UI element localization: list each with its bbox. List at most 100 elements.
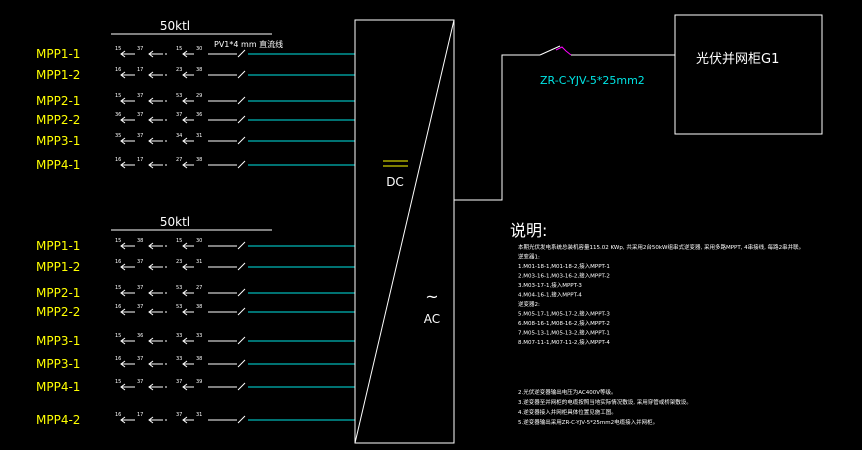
string-arrow	[148, 289, 154, 297]
module-number: 33	[196, 333, 202, 339]
module-number: 23	[176, 67, 182, 73]
string-switch	[237, 307, 246, 316]
mpp-row-label: MPP1-1	[36, 47, 80, 61]
notes-section: 说明: 本期光伏发电系统总装机容量115.02 KWp, 共采用2台50kW组串…	[510, 221, 804, 426]
string-switch	[237, 288, 246, 297]
module-number: 23	[176, 259, 182, 265]
string-arrow	[182, 137, 188, 145]
string-switch	[237, 415, 246, 424]
mpp-row-label: MPP3-1	[36, 334, 80, 348]
string-switch	[237, 49, 246, 58]
notes-footer-line: 5.逆变器输出采用ZR-C-YJV-5*25mm2电缆接入并网柜。	[518, 418, 658, 426]
module-number: 38	[196, 67, 202, 73]
group2-header-label: 50ktl	[160, 215, 190, 229]
string-arrow	[148, 242, 154, 250]
string-arrow	[120, 50, 126, 58]
module-number: 53	[176, 93, 182, 99]
module-number: 37	[137, 356, 143, 362]
mpp-row-label: MPP4-1	[36, 158, 80, 172]
module-number: 16	[115, 356, 121, 362]
group1-cable-note: PV1*4 mm 直流线	[214, 39, 283, 49]
breaker-contact	[555, 46, 572, 56]
module-number: 15	[115, 333, 121, 339]
grid-cabinet-label: 光伏并网柜G1	[696, 52, 779, 67]
group2-header: 50ktl	[111, 215, 272, 231]
notes-footer-line: 2.光伏逆变器输出电压为AC400V等级。	[518, 388, 617, 396]
string-arrow	[182, 360, 188, 368]
module-number: 37	[137, 285, 143, 291]
notes-line: 3.M03-17-1,接入MPPT-3	[518, 281, 582, 289]
string-arrow	[148, 50, 154, 58]
module-number: 37	[137, 46, 143, 52]
module-number: 27	[176, 157, 182, 163]
string-arrow	[120, 360, 126, 368]
string-arrow	[148, 137, 154, 145]
inverter-box	[354, 19, 455, 444]
inverter: DC ~ AC	[354, 19, 455, 444]
notes-line: 2.M03-16-1,M03-16-2,接入MPPT-2	[518, 272, 610, 280]
string-arrow	[182, 242, 188, 250]
string-arrow	[182, 116, 188, 124]
mpp-row-label: MPP2-2	[36, 113, 80, 127]
string-arrow	[120, 137, 126, 145]
notes-line: 8.M07-11-1,M07-11-2,接入MPPT-4	[518, 338, 610, 346]
string-arrow	[120, 383, 126, 391]
module-number: 15	[115, 46, 121, 52]
string-arrow	[182, 97, 188, 105]
module-number: 34	[176, 133, 182, 139]
string-arrow	[182, 337, 188, 345]
module-number: 16	[115, 157, 121, 163]
module-number: 37	[176, 112, 182, 118]
string-arrow	[148, 416, 154, 424]
module-number: 16	[115, 259, 121, 265]
string-arrow	[120, 289, 126, 297]
string-switch	[237, 262, 246, 271]
ac-symbol: ~	[425, 287, 438, 306]
breaker-symbol	[539, 45, 561, 56]
output-connection: ZR-C-YJV-5*25mm2 光伏并网柜G1	[454, 14, 823, 201]
inverter-diagonal	[354, 19, 455, 444]
module-number: 15	[176, 238, 182, 244]
string-arrow	[120, 71, 126, 79]
mpp-row-label: MPP2-1	[36, 94, 80, 108]
module-number: 15	[115, 285, 121, 291]
module-number: 37	[137, 304, 143, 310]
module-number: 16	[115, 412, 121, 418]
module-number: 38	[137, 238, 143, 244]
module-number: 39	[196, 379, 202, 385]
string-arrow	[182, 71, 188, 79]
string-switch	[237, 96, 246, 105]
module-number: 36	[196, 112, 202, 118]
string-arrow	[148, 116, 154, 124]
mpp-row-label: MPP2-2	[36, 305, 80, 319]
module-number: 37	[176, 412, 182, 418]
module-number: 15	[115, 238, 121, 244]
module-number: 37	[137, 112, 143, 118]
string-arrow	[148, 383, 154, 391]
string-arrow	[120, 242, 126, 250]
mpp-row-label: MPP3-1	[36, 357, 80, 371]
module-number: 53	[176, 304, 182, 310]
notes-line: 6.M08-16-1,M08-16-2,接入MPPT-2	[518, 319, 610, 327]
string-arrow	[148, 308, 154, 316]
group1-header-label: 50ktl	[160, 19, 190, 33]
mpp-row-label: MPP1-2	[36, 68, 80, 82]
module-number: 15	[176, 46, 182, 52]
string-arrow	[182, 161, 188, 169]
dc-label: DC	[386, 175, 404, 189]
module-number: 31	[196, 133, 202, 139]
module-number: 37	[137, 379, 143, 385]
module-number: 37	[137, 133, 143, 139]
notes-line: 4.M04-16-1,接入MPPT-4	[518, 291, 582, 299]
module-number: 16	[115, 304, 121, 310]
